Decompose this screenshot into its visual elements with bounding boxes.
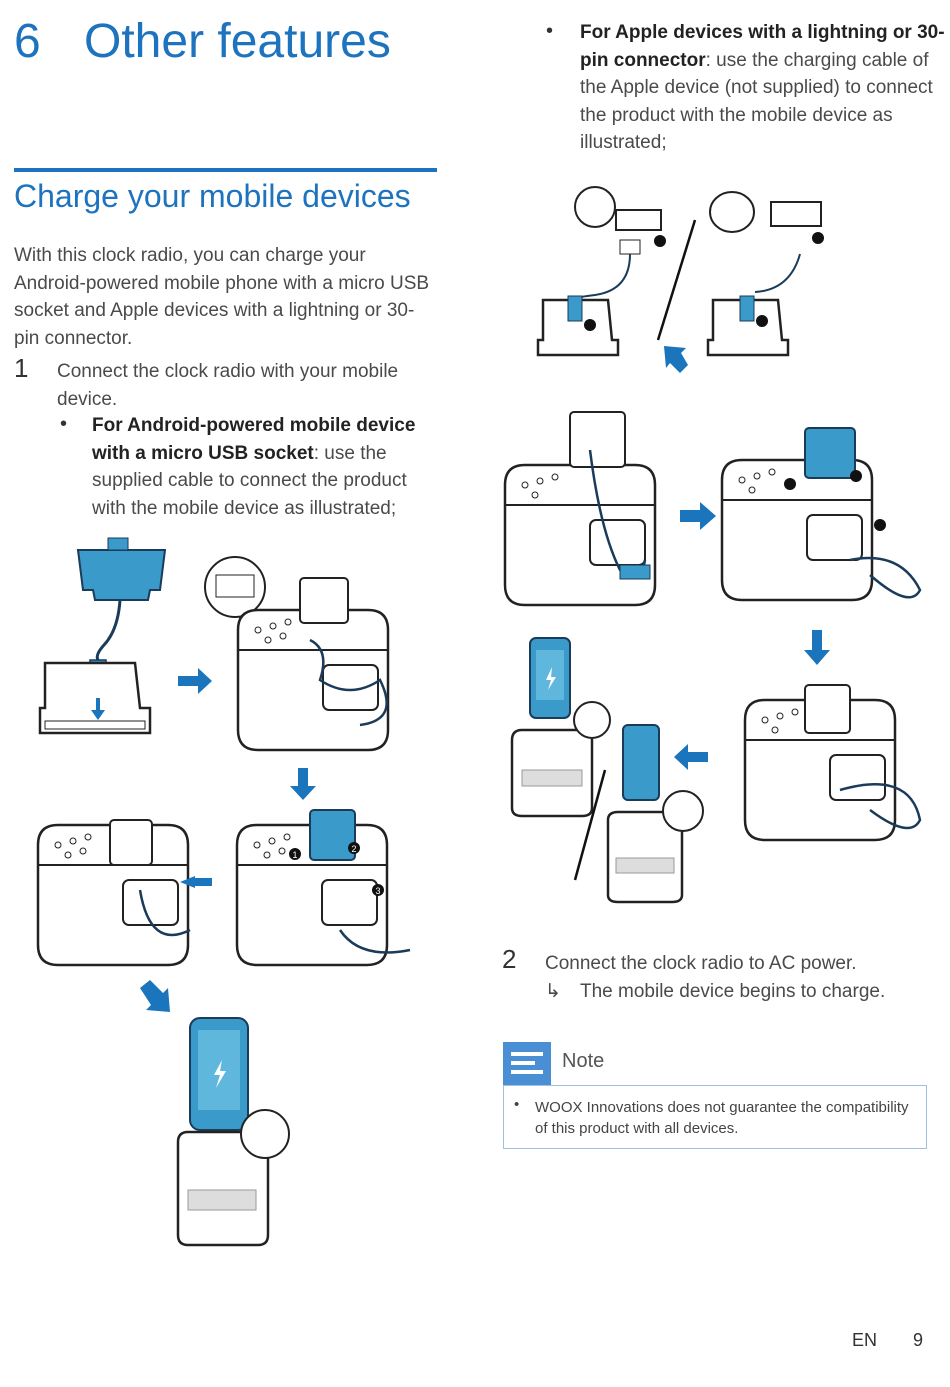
- chapter-title: Other features: [84, 15, 391, 68]
- apple-instruction: For Apple devices with a lightning or 30…: [580, 19, 945, 157]
- android-illustration: 1 2 3: [36, 537, 411, 1247]
- section-title: Charge your mobile devices: [14, 178, 411, 214]
- bullet-dot: •: [60, 413, 68, 435]
- note-text: WOOX Innovations does not guarantee the …: [535, 1099, 909, 1137]
- chapter-number: 6: [14, 15, 41, 68]
- result-arrow-icon: ↳: [545, 981, 561, 1002]
- page-number: 9: [913, 1330, 924, 1350]
- bullet-dot: •: [546, 20, 554, 42]
- callout-2: 2: [351, 844, 356, 854]
- apple-instruction-rest: : use the charging cable of the Apple de…: [580, 49, 933, 154]
- footer-language: EN: [852, 1330, 878, 1350]
- step-2-number: 2: [502, 944, 517, 974]
- callout-1: 1: [292, 850, 297, 860]
- intro-paragraph: With this clock radio, you can charge yo…: [14, 245, 430, 349]
- step-2-text: Connect the clock radio to AC power.: [545, 953, 857, 974]
- android-instruction-rest: : use the supplied cable to connect the …: [92, 442, 407, 519]
- step-2-result: The mobile device begins to charge.: [580, 981, 886, 1002]
- step-1-number: 1: [14, 353, 29, 383]
- note-bullet: •: [514, 1096, 520, 1113]
- note-icon: [503, 1042, 551, 1086]
- chapter-heading: 6 Other features: [14, 14, 391, 69]
- step-1-text: Connect the clock radio with your mobile…: [57, 361, 399, 410]
- apple-instruction-bold: For Apple devices with a lightning or 30…: [580, 22, 945, 71]
- note-box: [503, 1085, 927, 1149]
- section-rule: [14, 168, 437, 172]
- note-title: Note: [562, 1050, 605, 1072]
- usb-adapter: [76, 549, 167, 601]
- android-instruction-bold: For Android-powered mobile device with a…: [92, 415, 416, 464]
- android-instruction: For Android-powered mobile device with a…: [92, 412, 437, 522]
- apple-illustration: [503, 186, 922, 904]
- callout-3: 3: [375, 886, 380, 896]
